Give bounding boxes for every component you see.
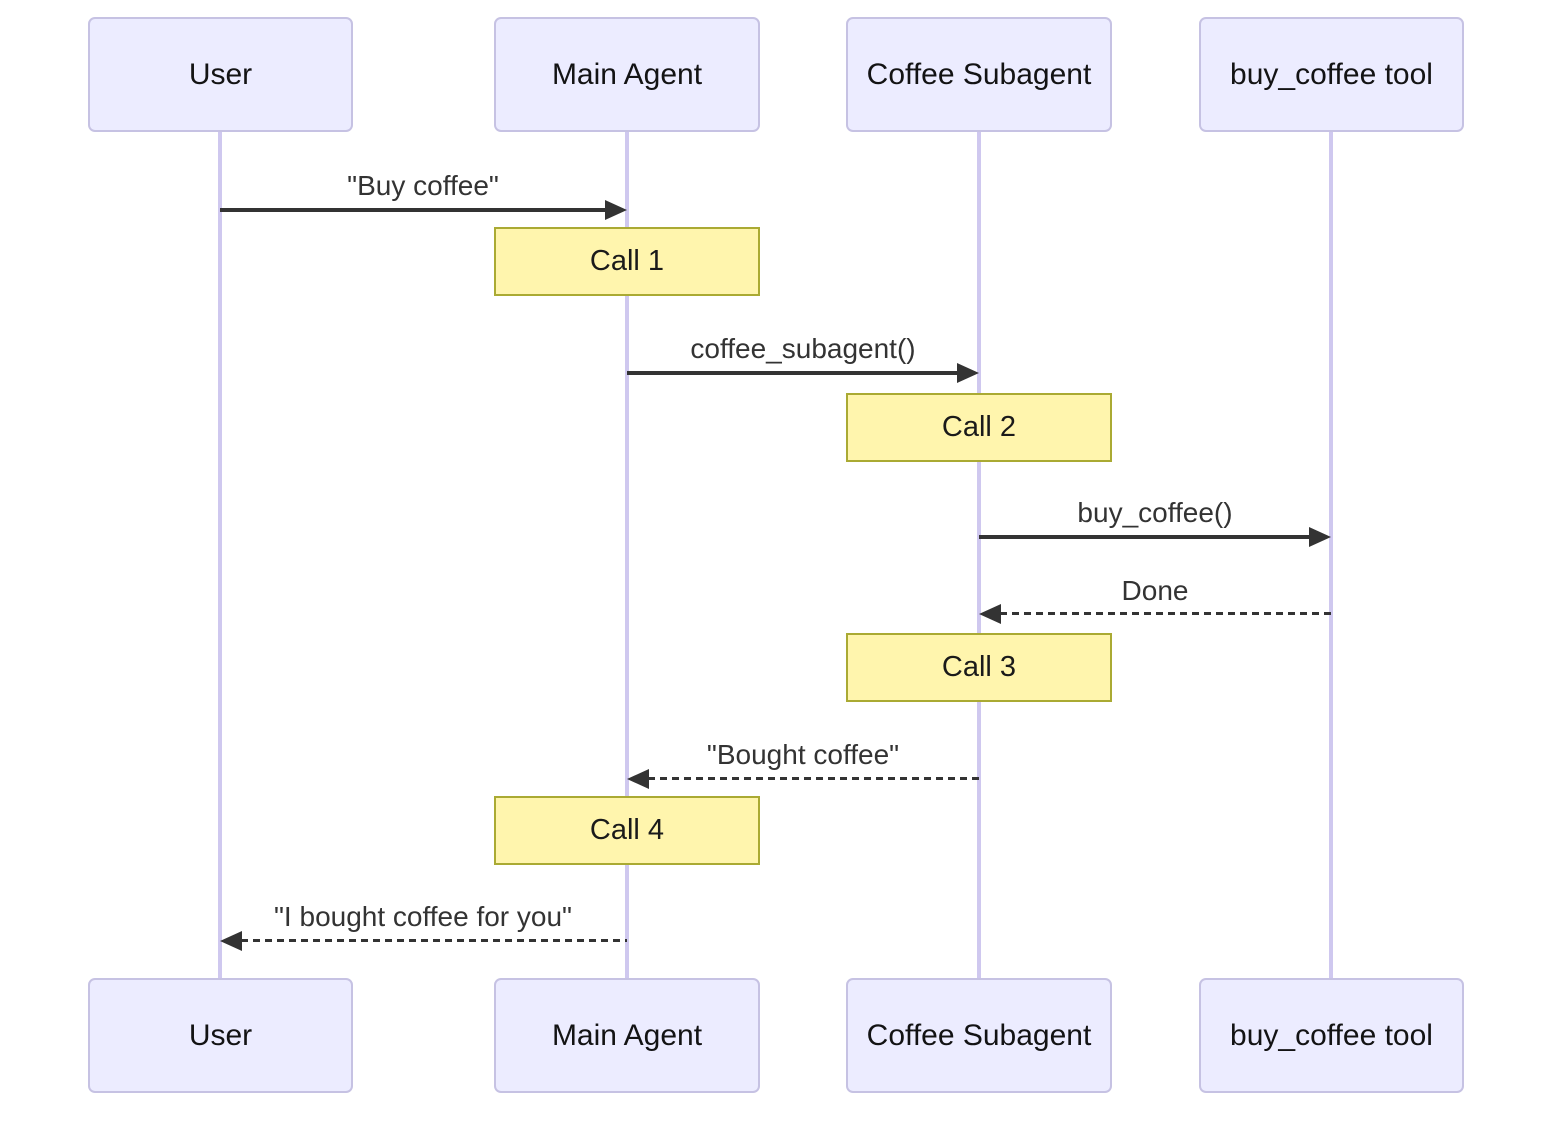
note-call-4: Call 4	[494, 796, 760, 865]
lifeline-coffee-subagent	[977, 132, 981, 980]
message-label-bought-coffee-for-you: "I bought coffee for you"	[273, 901, 573, 932]
message-line-done	[1000, 612, 1331, 615]
note-call-3: Call 3	[846, 633, 1112, 702]
participant-bottom-buy-coffee-tool: buy_coffee tool	[1199, 978, 1464, 1093]
arrowhead-right-icon	[957, 363, 979, 383]
participant-top-buy-coffee-tool: buy_coffee tool	[1199, 17, 1464, 132]
lifeline-main-agent	[625, 132, 629, 980]
arrowhead-right-icon	[1309, 527, 1331, 547]
message-label-buy-coffee: "Buy coffee"	[347, 170, 499, 201]
arrowhead-left-icon	[979, 604, 1001, 624]
participant-bottom-user: User	[88, 978, 353, 1093]
participant-top-coffee-subagent: Coffee Subagent	[846, 17, 1112, 132]
message-label-buy-coffee-call: buy_coffee()	[1077, 497, 1233, 528]
note-call-1: Call 1	[494, 227, 760, 296]
lifeline-buy-coffee-tool	[1329, 132, 1333, 980]
participant-top-user: User	[88, 17, 353, 132]
message-line-bought-coffee	[648, 777, 979, 780]
message-line-bought-coffee-for-you	[241, 939, 627, 942]
arrowhead-right-icon	[605, 200, 627, 220]
participant-top-main-agent: Main Agent	[494, 17, 760, 132]
message-line-buy-coffee-call	[979, 535, 1311, 539]
lifeline-user	[218, 132, 222, 980]
message-line-coffee-subagent-call	[627, 371, 959, 375]
note-call-2: Call 2	[846, 393, 1112, 462]
arrowhead-left-icon	[627, 769, 649, 789]
arrowhead-left-icon	[220, 931, 242, 951]
message-label-bought-coffee: "Bought coffee"	[706, 739, 900, 770]
message-line-buy-coffee	[220, 208, 607, 212]
message-label-done: Done	[1121, 575, 1189, 606]
participant-bottom-coffee-subagent: Coffee Subagent	[846, 978, 1112, 1093]
participant-bottom-main-agent: Main Agent	[494, 978, 760, 1093]
message-label-coffee-subagent-call: coffee_subagent()	[690, 333, 916, 364]
